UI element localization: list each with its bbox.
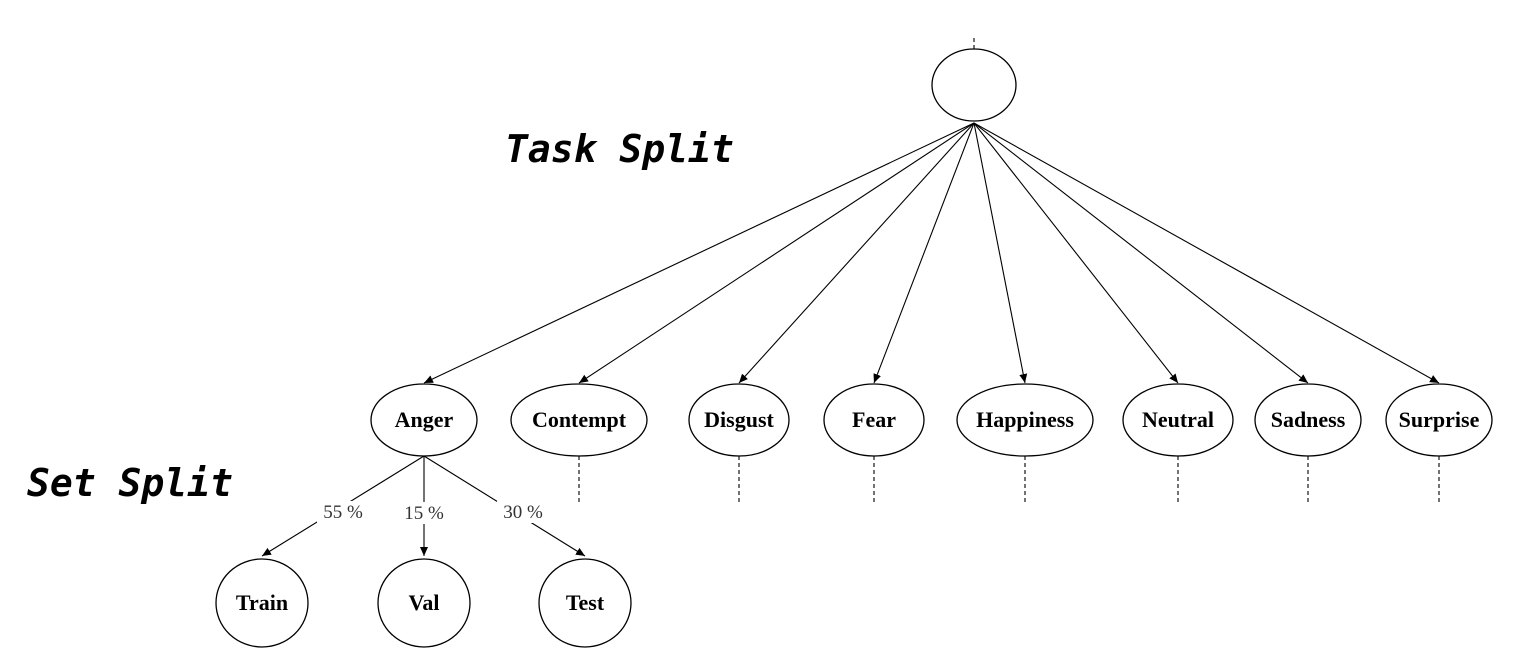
emotion-node-surprise xyxy=(1385,383,1493,457)
edge-labels-layer: 55 % 15 % 30 % xyxy=(317,501,549,524)
edge-root-to-neutral xyxy=(973,122,1179,384)
emotion-label-disgust: Disgust xyxy=(704,407,774,432)
percent-label-background-val xyxy=(398,502,450,524)
percent-label-val: 15 % xyxy=(404,503,444,524)
emotion-label-happiness: Happiness xyxy=(976,407,1074,432)
edge-root-to-fear xyxy=(873,122,975,384)
set-node-train xyxy=(215,558,309,648)
set-label-test: Test xyxy=(566,590,605,615)
edges-layer xyxy=(261,122,1440,557)
nodes-layer: Anger Contempt Disgust Fear Happiness Neutral… xyxy=(215,48,1493,648)
task-split-label: Task Split xyxy=(505,127,734,171)
root-node xyxy=(931,48,1017,122)
emotion-label-surprise: Surprise xyxy=(1399,407,1480,432)
emotion-node-fear xyxy=(823,383,925,457)
set-node-test xyxy=(538,558,632,648)
percent-label-background-test xyxy=(497,501,549,523)
edge-root-to-surprise xyxy=(973,122,1440,384)
edge-root-to-anger xyxy=(423,122,975,384)
emotion-node-neutral xyxy=(1122,383,1234,457)
edge-root-to-sadness xyxy=(973,122,1309,384)
set-node-val xyxy=(377,558,471,648)
edge-root-to-contempt xyxy=(578,122,975,384)
emotion-node-sadness xyxy=(1254,383,1362,457)
emotion-label-fear: Fear xyxy=(852,407,896,432)
edge-root-to-disgust xyxy=(738,122,975,384)
set-split-label: Set Split xyxy=(27,461,233,505)
set-label-val: Val xyxy=(409,590,440,615)
set-label-train: Train xyxy=(236,590,288,615)
emotion-label-neutral: Neutral xyxy=(1142,407,1214,432)
emotion-node-disgust xyxy=(688,383,790,457)
percent-label-background-train xyxy=(317,501,369,523)
emotion-node-contempt xyxy=(510,383,648,457)
emotion-node-anger xyxy=(370,383,478,457)
emotion-node-happiness xyxy=(956,383,1094,457)
percent-label-train: 55 % xyxy=(323,502,363,523)
emotion-label-anger: Anger xyxy=(395,407,454,432)
percent-label-test: 30 % xyxy=(503,502,543,523)
continuation-dashes-layer xyxy=(578,38,1440,505)
emotion-label-contempt: Contempt xyxy=(532,407,627,432)
edge-root-to-happiness xyxy=(973,122,1028,384)
emotion-label-sadness: Sadness xyxy=(1271,407,1346,432)
